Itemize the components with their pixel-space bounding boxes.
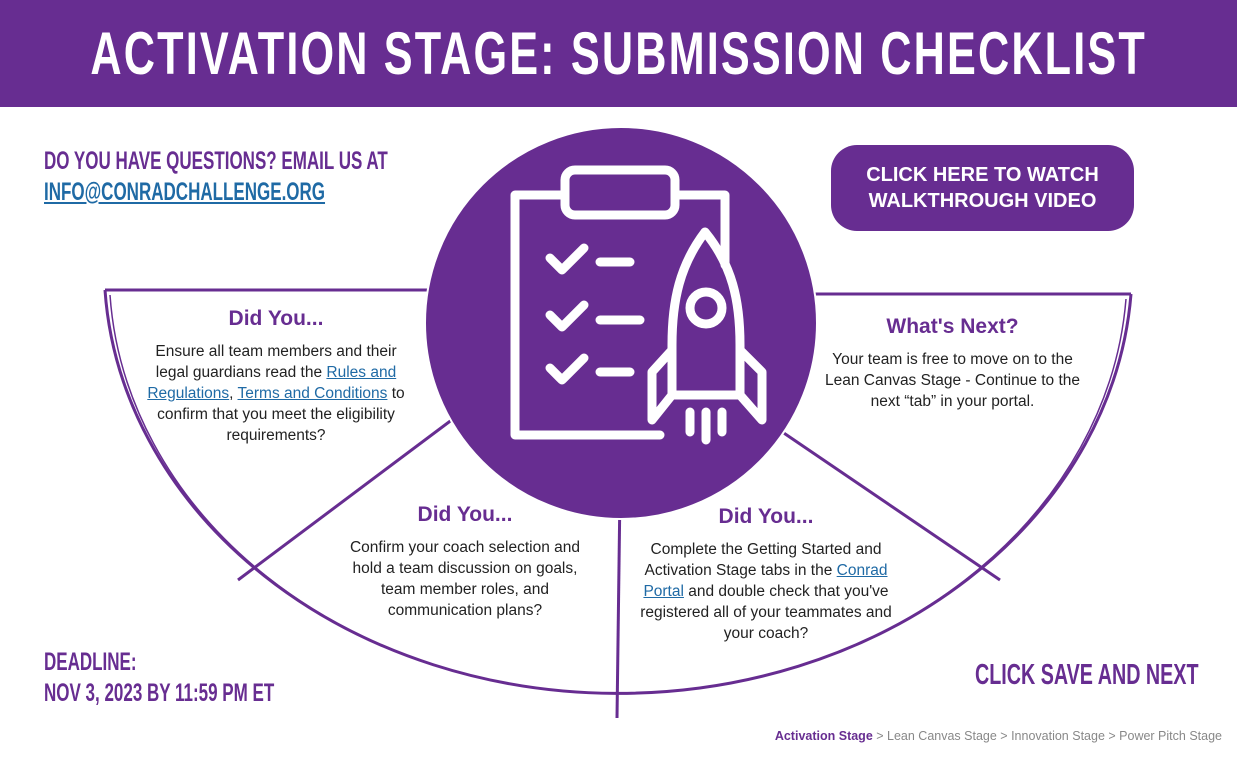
terms-link[interactable]: Terms and Conditions: [237, 385, 388, 402]
text: and double check that you've registered …: [640, 583, 892, 642]
panel-text: Your team is free to move on to the Lean…: [824, 351, 1081, 410]
crumb-sep: >: [872, 729, 888, 743]
panel-heading: What's Next?: [886, 315, 1019, 338]
crumb-sep: >: [1104, 729, 1120, 743]
text: Ensure all team members and their legal …: [155, 343, 397, 381]
crumb-innovation: Innovation Stage: [1011, 729, 1105, 743]
watch-line1: CLICK HERE TO WATCH: [866, 164, 1099, 186]
panel-heading: Did You...: [718, 505, 814, 528]
panel-heading: Did You...: [228, 307, 324, 330]
deadline-value: NOV 3, 2023 BY 11:59 PM ET: [44, 679, 275, 707]
stage-breadcrumb: Activation Stage > Lean Canvas Stage > I…: [775, 729, 1222, 743]
deadline-label: DEADLINE:: [44, 648, 137, 676]
title-banner: ACTIVATION STAGE: SUBMISSION CHECKLIST: [0, 0, 1237, 107]
email-link[interactable]: INFO@CONRADCHALLENGE.ORG: [44, 178, 326, 206]
save-next-label: CLICK SAVE AND NEXT: [975, 659, 1199, 691]
rules-link[interactable]: Rules and Regulations: [147, 364, 397, 402]
crumb-current: Activation Stage: [774, 729, 873, 743]
crumb-power-pitch: Power Pitch Stage: [1119, 729, 1222, 743]
watch-video-button[interactable]: CLICK HERE TO WATCH WALKTHROUGH VIDEO: [831, 145, 1134, 231]
divider-left: [237, 408, 466, 582]
crumb-lean-canvas: Lean Canvas Stage: [887, 729, 997, 743]
panel-text: Ensure all team members and their legal …: [138, 341, 414, 446]
panel-heading: Did You...: [417, 503, 513, 526]
panel-whats-next: What's Next? Your team is free to move o…: [815, 316, 1090, 412]
watch-line2: WALKTHROUGH VIDEO: [868, 190, 1097, 212]
crumb-sep: >: [996, 729, 1012, 743]
text: ,: [229, 385, 238, 402]
deadline-block: DEADLINE: NOV 3, 2023 BY 11:59 PM ET: [44, 647, 274, 709]
text: Complete the Getting Started and Activat…: [644, 541, 882, 579]
panel-text: Confirm your coach selection and hold a …: [349, 539, 581, 619]
panel-did-you-coach: Did You... Confirm your coach selection …: [340, 504, 590, 621]
panel-did-you-portal: Did You... Complete the Getting Started …: [632, 506, 900, 644]
clipboard-rocket-icon: [510, 165, 767, 445]
questions-block: DO YOU HAVE QUESTIONS? EMAIL US AT INFO@…: [44, 146, 388, 208]
divider-center: [615, 489, 622, 719]
page-title: ACTIVATION STAGE: SUBMISSION CHECKLIST: [90, 20, 1147, 87]
panel-did-you-rules: Did You... Ensure all team members and t…: [138, 308, 414, 446]
conrad-portal-link[interactable]: Conrad Portal: [643, 562, 888, 600]
divider-right: [771, 423, 1001, 582]
questions-text: DO YOU HAVE QUESTIONS? EMAIL US AT: [44, 147, 388, 175]
panel-text: Complete the Getting Started and Activat…: [632, 539, 900, 644]
text: to confirm that you meet the eligibility…: [157, 385, 405, 444]
